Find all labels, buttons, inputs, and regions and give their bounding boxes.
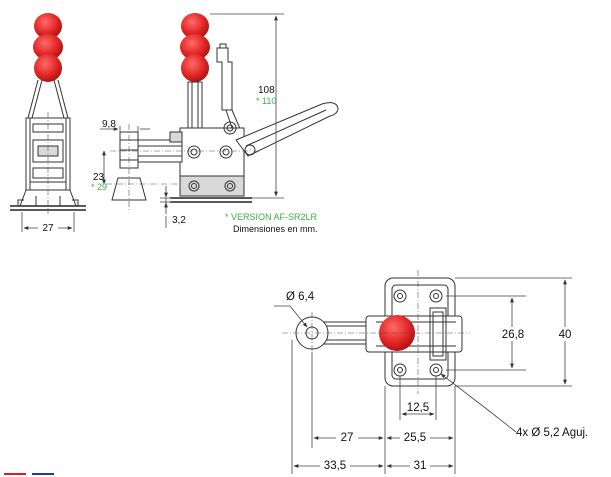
plan-view: Ø 6,4 26,8 40 12,5 4x Ø 5,2 Aguj. 27 25,… — [274, 270, 588, 474]
dim-25-5-label: 25,5 — [404, 432, 426, 444]
mounting-holes-label: 4x Ø 5,2 Aguj. — [516, 427, 588, 439]
handle-grip-side — [180, 13, 210, 82]
height-dim-alt-label: * 110 — [256, 96, 276, 106]
front-width-label: 27 — [42, 223, 54, 234]
handle-grip-front — [33, 13, 63, 82]
spindle-width-label: 9,8 — [102, 119, 116, 130]
flag-marks — [4, 473, 54, 475]
spindle-hole-label: Ø 6,4 — [286, 291, 315, 303]
units-note: Dimensiones en mm. — [233, 224, 318, 234]
base-thickness-label: 3,2 — [172, 215, 186, 226]
side-view: 108 * 110 9,8 23 * 29 3,2 * VERSION AF-S… — [91, 13, 339, 234]
arm-dim-label: 23 — [93, 172, 105, 183]
height-dim-label: 108 — [258, 85, 275, 96]
dim-27-label: 27 — [341, 432, 354, 444]
version-note: * VERSION AF-SR2LR — [225, 212, 318, 222]
dim-33-5-label: 33,5 — [324, 460, 346, 472]
arm-dim-alt-label: * 29 — [91, 182, 107, 192]
plate-hole-spacing-vertical-label: 26,8 — [502, 329, 524, 341]
dim-31-label: 31 — [414, 460, 427, 472]
mounting-holes — [393, 289, 443, 377]
hole-spacing-horizontal-label: 12,5 — [407, 402, 429, 414]
front-view: 27 — [10, 13, 86, 234]
plate-length-label: 40 — [559, 329, 572, 341]
